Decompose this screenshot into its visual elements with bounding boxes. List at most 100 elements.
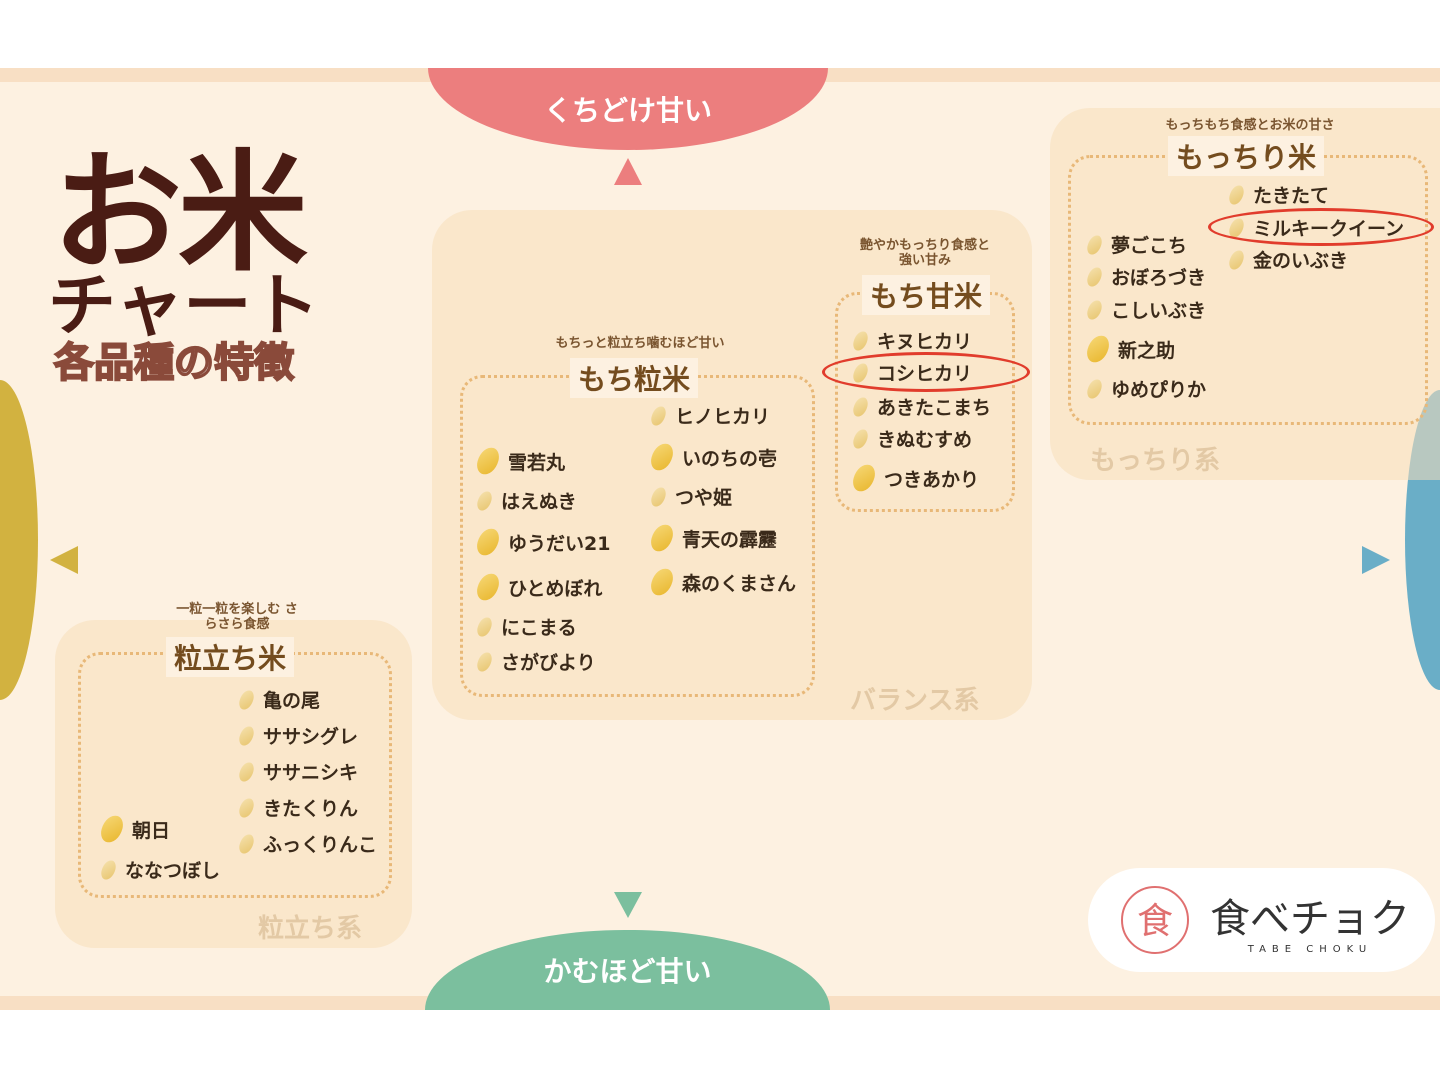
logo-roman: TABE CHOKU	[1247, 943, 1373, 955]
rice-variety-item: 夢ごこち	[1085, 231, 1188, 258]
rice-grain-icon	[648, 521, 676, 555]
rice-variety-name: 夢ごこち	[1111, 235, 1188, 257]
balance-label: バランス系	[850, 686, 980, 716]
rice-variety-name: ササシグレ	[263, 726, 359, 748]
rice-variety-name: ななつぼし	[125, 860, 221, 882]
rice-variety-name: いのちの壱	[682, 447, 778, 470]
rice-variety-item: きたくりん	[237, 794, 359, 821]
mochitsubu-heading: もち粒米	[570, 358, 699, 398]
rice-grain-icon	[1227, 248, 1246, 271]
rice-variety-item: ゆうだい21	[474, 525, 611, 559]
rice-variety-item: つきあかり	[850, 461, 980, 495]
mochiama-heading: もち甘米	[862, 275, 991, 315]
rice-variety-item: にこまる	[475, 613, 577, 640]
highlight-milky-queen	[1208, 208, 1434, 246]
rice-grain-icon	[237, 688, 256, 711]
rice-grain-icon	[237, 724, 256, 747]
rice-variety-item: 青天の霹靂	[648, 521, 778, 555]
rice-grain-icon	[1084, 332, 1112, 366]
rice-grain-icon	[475, 489, 494, 512]
rice-variety-name: たきたて	[1253, 185, 1330, 207]
rice-variety-name: キヌヒカリ	[877, 331, 973, 353]
tsubutachi-tagline: 一粒一粒を楽しむ さらさら食感	[176, 602, 298, 632]
rice-variety-item: おぼろづき	[1085, 263, 1206, 290]
rice-variety-item: たきたて	[1227, 181, 1330, 208]
rice-variety-item: あきたこまち	[851, 393, 992, 420]
rice-variety-item: きぬむすめ	[851, 425, 972, 452]
rice-variety-name: ひとめぼれ	[508, 577, 603, 600]
rice-variety-item: キヌヒカリ	[851, 327, 973, 354]
rice-grain-icon	[475, 650, 494, 673]
rice-variety-item: 新之助	[1084, 332, 1176, 366]
mocchiri-label: もっちり系	[1090, 446, 1221, 476]
rice-grain-icon	[1227, 183, 1246, 206]
rice-variety-name: ふっくりんこ	[263, 834, 378, 856]
rice-variety-name: にこまる	[501, 617, 577, 639]
rice-variety-item: はえぬき	[475, 487, 577, 514]
rice-variety-name: ゆめぴりか	[1111, 379, 1207, 401]
rice-variety-item: いのちの壱	[648, 440, 778, 474]
rice-grain-icon	[1085, 233, 1104, 256]
tsubutachi-heading: 粒立ち米	[166, 637, 295, 677]
logo-name: 食べチョク	[1210, 895, 1410, 942]
rice-grain-icon	[474, 525, 502, 559]
rice-variety-item: ひとめぼれ	[474, 570, 603, 604]
rice-grain-icon	[649, 485, 668, 508]
rice-grain-icon	[649, 404, 668, 427]
rice-grain-icon	[648, 440, 676, 474]
rice-variety-item: 雪若丸	[474, 444, 566, 478]
rice-variety-name: ササニシキ	[263, 762, 359, 784]
rice-grain-icon	[648, 565, 676, 599]
rice-variety-item: 金のいぶき	[1227, 246, 1348, 273]
up-arrow	[614, 158, 642, 185]
rice-variety-name: 雪若丸	[508, 451, 566, 474]
svg-text:食: 食	[1137, 901, 1173, 942]
rice-variety-item: 朝日	[98, 812, 171, 846]
tsubutachi-label: 粒立ち系	[258, 914, 363, 944]
mocchiri-tagline: もっちもち食感とお米の甘さ	[1165, 118, 1335, 133]
title-subtitle: 各品種の特徴	[53, 339, 295, 387]
rice-variety-item: ゆめぴりか	[1085, 375, 1207, 402]
rice-variety-item: こしいぶき	[1085, 296, 1207, 323]
left-arrow	[50, 546, 78, 574]
rice-grain-icon	[851, 329, 870, 352]
rice-grain-icon	[1085, 265, 1104, 288]
rice-grain-icon	[99, 858, 118, 881]
rice-variety-item: ササシグレ	[237, 722, 359, 749]
rice-grain-icon	[237, 760, 256, 783]
rice-variety-item: つや姫	[649, 483, 733, 510]
rice-variety-item: さがびより	[475, 648, 596, 675]
rice-variety-name: 朝日	[132, 819, 171, 842]
rice-grain-icon	[98, 812, 126, 846]
rice-grain-icon	[851, 395, 870, 418]
mocchiri-heading: もっちり米	[1168, 136, 1325, 176]
right-arrow	[1362, 546, 1390, 574]
rice-grain-icon	[474, 570, 502, 604]
rice-variety-name: ヒノヒカリ	[675, 406, 771, 428]
rice-variety-name: つきあかり	[884, 468, 980, 491]
rice-variety-name: 新之助	[1118, 339, 1176, 362]
rice-variety-name: あきたこまち	[877, 397, 992, 419]
down-arrow	[614, 892, 642, 918]
mochiama-tagline: 艶やかもっちり食感と強い甘み	[860, 238, 991, 268]
title-main: お米	[52, 137, 308, 289]
rice-variety-name: こしいぶき	[1111, 300, 1207, 322]
rice-variety-item: 森のくまさん	[648, 565, 797, 599]
rice-variety-item: 亀の尾	[237, 686, 320, 713]
rice-variety-name: 森のくまさん	[682, 572, 797, 595]
rice-grain-icon	[474, 444, 502, 478]
rice-variety-item: ななつぼし	[99, 856, 221, 883]
rice-variety-item: ササニシキ	[237, 758, 359, 785]
highlight-koshihikari	[822, 352, 1030, 392]
rice-grain-icon	[1085, 298, 1104, 321]
rice-variety-name: 青天の霹靂	[682, 528, 778, 551]
rice-variety-name: ゆうだい21	[508, 532, 611, 555]
rice-variety-name: つや姫	[675, 487, 733, 509]
title-second: チャート	[48, 267, 320, 346]
rice-grain-icon	[237, 832, 256, 855]
rice-variety-name: さがびより	[501, 652, 596, 674]
rice-variety-name: きたくりん	[263, 798, 359, 820]
rice-grain-icon	[850, 461, 878, 495]
rice-grain-icon	[237, 796, 256, 819]
